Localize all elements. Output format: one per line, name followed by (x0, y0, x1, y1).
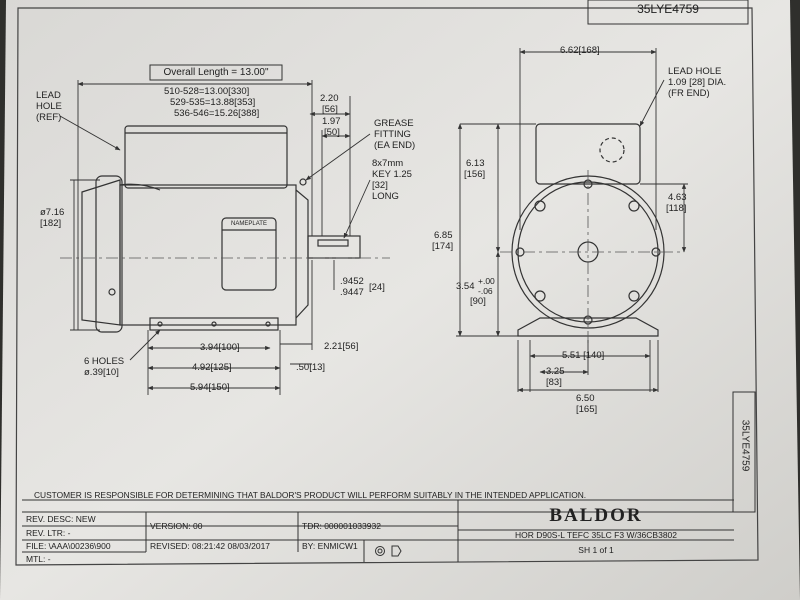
grease-fitting-3: (EA END) (374, 140, 416, 151)
rev-ltr: REV. LTR: - (26, 528, 71, 538)
shaft-dia-mm: [24] (369, 282, 385, 293)
material: MTL: - (26, 554, 51, 564)
revision-stamp-icon (375, 545, 402, 557)
shaft-dia-2: .9447 (340, 287, 364, 298)
dim-5-94: 5.94[150] (190, 382, 230, 393)
dim-1-97-mm: [50] (324, 127, 340, 138)
side-view-motor (81, 125, 361, 333)
drawn-by: BY: ENMICW1 (302, 541, 358, 551)
dim-6-13: 6.13 (466, 158, 485, 169)
diameter-mm: [182] (40, 218, 62, 229)
length-line-3: 536-546=15.26[388] (174, 108, 260, 119)
dim-3-94: 3.94[100] (200, 342, 240, 353)
overall-length: Overall Length = 13.00" (163, 67, 269, 78)
revised: REVISED: 08:21:42 08/03/2017 (150, 541, 271, 551)
lead-hole-ref-1: LEAD (36, 90, 61, 101)
dim-6-50: 6.50 (576, 393, 595, 404)
key-2: KEY 1.25 (372, 169, 412, 180)
tol-plus: +.00 (478, 276, 495, 286)
dim-6-13-mm: [156] (464, 169, 486, 180)
baldor-logo: BALDOR (549, 505, 643, 526)
dim-6-85: 6.85 (434, 230, 453, 241)
customer-notice: CUSTOMER IS RESPONSIBLE FOR DETERMINING … (34, 490, 587, 500)
lead-hole-fr-1: LEAD HOLE (668, 66, 722, 77)
key-4: LONG (372, 191, 399, 202)
lead-hole-fr-2: 1.09 [28] DIA. (668, 77, 727, 88)
dim-6-50-mm: [165] (576, 404, 598, 415)
dim-6-62: 6.62[168] (560, 45, 600, 56)
dim-3-25: 3.25 (546, 366, 565, 377)
dim-5-51: 5.51 [140] (562, 350, 605, 361)
sheet-number: SH 1 of 1 (578, 545, 614, 555)
tdr-number: TDR: 000001033932 (302, 521, 381, 531)
dim-2-20-mm: [56] (322, 104, 338, 115)
dim-3-25-mm: [83] (546, 377, 562, 388)
shaft-dia-1: .9452 (340, 276, 364, 287)
dim-2-21: 2.21[56] (324, 341, 359, 352)
drawing-number: 35LYE4759 (637, 2, 699, 16)
length-line-1: 510-528=13.00[330] (164, 86, 250, 97)
holes-label-1: 6 HOLES (84, 356, 125, 367)
dim-3-54-mm: [90] (470, 296, 486, 307)
nameplate-label: NAMEPLATE (231, 221, 267, 227)
key-3: [32] (372, 180, 388, 191)
lead-hole-fr-3: (FR END) (668, 88, 710, 99)
dim-4-63: 4.63 (668, 192, 687, 203)
lead-hole-ref-2: HOLE (36, 101, 62, 112)
holes-label-2: ø.39[10] (84, 367, 119, 378)
dim-1-97: 1.97 (322, 116, 341, 127)
dim-6-85-mm: [174] (432, 241, 454, 252)
length-line-2: 529-535=13.88[353] (170, 97, 256, 108)
file-path: FILE: \AAA\00236\900 (26, 541, 111, 551)
dim-0-50: .50[13] (296, 362, 326, 373)
key-1: 8x7mm (372, 158, 404, 169)
dim-4-63-mm: [118] (666, 203, 687, 214)
drawing-number-vertical: 35LYE4759 (739, 419, 751, 472)
tol-minus: -.06 (478, 286, 493, 296)
dim-3-54: 3.54 (456, 281, 475, 292)
motor-description: HOR D90S-L TEFC 35LC F3 W/36CB3802 (514, 530, 678, 540)
rev-desc: REV. DESC: NEW (26, 514, 96, 524)
diameter: ø7.16 (40, 207, 65, 218)
version: VERSION: 00 (150, 521, 203, 531)
grease-fitting-1: GREASE (374, 118, 414, 129)
lead-hole-ref-3: (REF) (36, 112, 62, 123)
dim-2-20: 2.20 (320, 93, 339, 104)
grease-fitting-2: FITTING (374, 129, 411, 140)
dim-4-92: 4.92[125] (192, 362, 232, 373)
